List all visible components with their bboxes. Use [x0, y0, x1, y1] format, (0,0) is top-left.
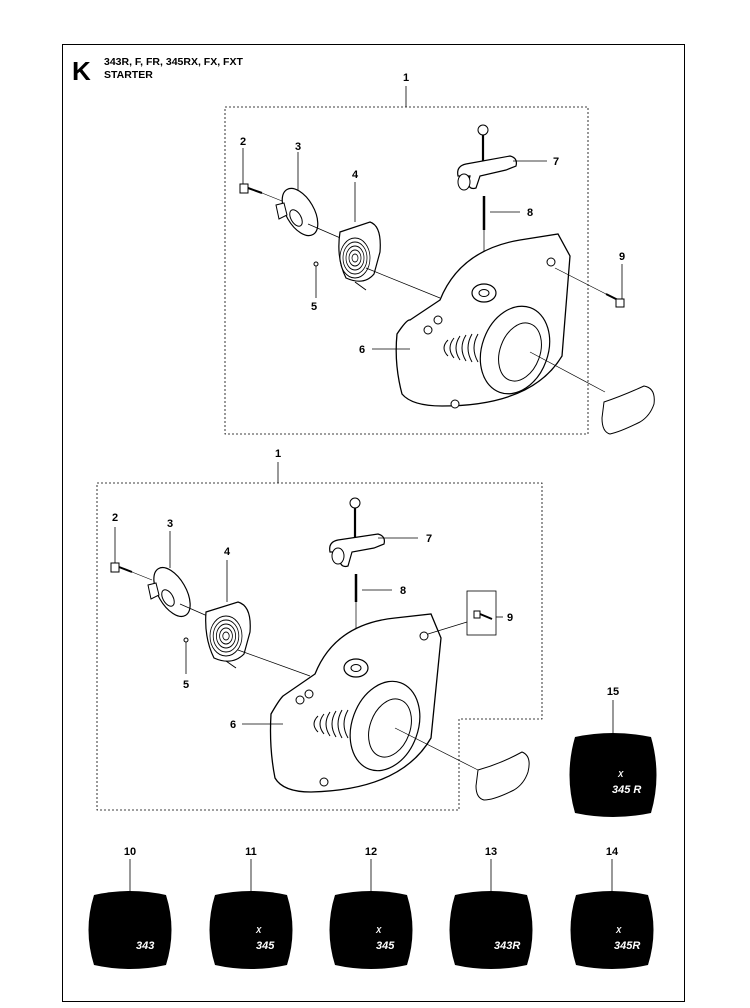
decal-11-number: 11 [245, 846, 257, 858]
lower-callout-3: 3 [167, 518, 173, 530]
upper-callout-7: 7 [553, 156, 559, 168]
upper-screw-part-2 [239, 183, 283, 202]
upper-callout-6: 6 [359, 344, 365, 356]
lower-pin-part-5 [183, 637, 189, 674]
upper-callout-2: 2 [240, 136, 246, 148]
decal-15-model: 345 R [612, 784, 641, 796]
lower-pulley-part-3 [147, 531, 213, 619]
section-title: STARTER [104, 69, 153, 81]
decal-14-brand: X [615, 926, 622, 935]
lower-assembly-boundary [96, 482, 543, 811]
decal-13: 343R 13 [449, 846, 533, 969]
lower-spring-cassette-part-4 [205, 560, 311, 677]
decal-10: 343 10 [88, 846, 172, 969]
lower-callout-4: 4 [224, 546, 231, 558]
upper-pin-part-5 [313, 261, 319, 298]
decal-14-number: 14 [606, 846, 619, 858]
lower-starter-housing-part-6 [242, 613, 479, 793]
decals: X 345 R 15 343 10 X 345 11 X 345 12 [88, 686, 657, 969]
decal-13-model: 343R [494, 940, 520, 952]
lower-callout-2: 2 [112, 512, 118, 524]
decal-14-model: 345R [614, 940, 640, 952]
upper-callout-1: 1 [403, 72, 409, 84]
parts-sheet-frame [62, 44, 685, 1002]
lower-callout-9: 9 [507, 612, 513, 624]
decal-11-model: 345 [256, 940, 275, 952]
decal-15-number: 15 [607, 686, 619, 698]
lower-callout-1: 1 [275, 448, 281, 460]
decal-14: X 345R 14 [570, 846, 654, 969]
lower-callout-6: 6 [230, 719, 236, 731]
lower-decal-outline [475, 751, 530, 801]
decal-11: X 345 11 [209, 846, 293, 969]
upper-callout-5: 5 [311, 301, 317, 313]
decal-12-model: 345 [376, 940, 395, 952]
lower-handle-part-7 [329, 497, 418, 568]
lower-callout-5: 5 [183, 679, 189, 691]
upper-callout-8: 8 [527, 207, 533, 219]
decal-12-number: 12 [365, 846, 377, 858]
lower-callout-7: 7 [426, 533, 432, 545]
lower-screw-part-9 [427, 590, 503, 636]
upper-handle-part-7 [457, 124, 547, 191]
decal-13-number: 13 [485, 846, 497, 858]
lower-callout-8: 8 [400, 585, 406, 597]
decal-10-model: 343 [136, 940, 154, 952]
upper-screw-part-9 [554, 264, 625, 308]
decal-12-brand: X [375, 926, 382, 935]
upper-callout-4: 4 [352, 169, 359, 181]
upper-spring-cassette-part-4 [338, 221, 441, 299]
section-letter: K [72, 56, 91, 86]
upper-decal-outline [601, 385, 655, 435]
decal-12: X 345 12 [329, 846, 413, 969]
decal-15-brand: X [617, 770, 624, 779]
model-list: 343R, F, FR, 345RX, FX, FXT [104, 56, 243, 68]
upper-callout-9: 9 [619, 251, 625, 263]
decal-10-number: 10 [124, 846, 136, 858]
upper-pulley-part-3 [275, 187, 346, 241]
lower-assembly: 1 2 3 4 5 6 7 8 9 [96, 448, 543, 811]
decal-15: X 345 R 15 [569, 686, 657, 817]
upper-assembly: 1 2 3 4 5 6 7 8 9 [224, 72, 655, 435]
upper-starter-housing-part-6 [372, 233, 606, 409]
upper-callout-3: 3 [295, 141, 301, 153]
decal-11-brand: X [255, 926, 262, 935]
upper-assembly-boundary [224, 106, 589, 435]
lower-screw-part-2 [110, 527, 153, 581]
